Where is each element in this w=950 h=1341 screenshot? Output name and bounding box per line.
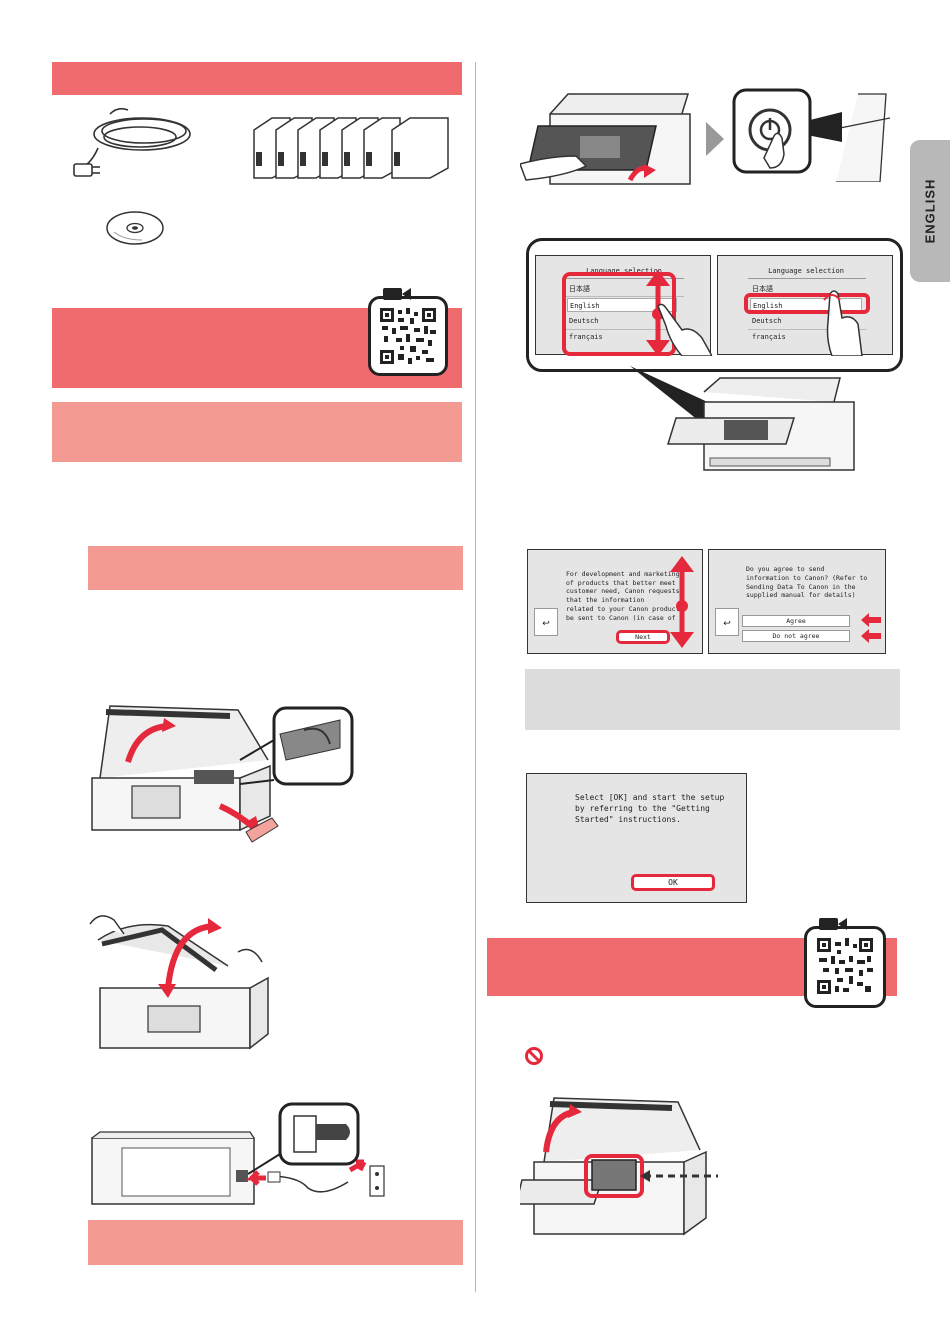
step-note-bar-1 xyxy=(88,546,463,590)
data-collection-text: For development and marketing of product… xyxy=(566,570,684,622)
qr-code-frame-1[interactable] xyxy=(368,288,448,376)
ok-button[interactable]: OK xyxy=(631,874,715,891)
back-button[interactable]: ↩ xyxy=(534,608,558,636)
scroll-arrow-icon xyxy=(670,556,694,648)
arrow-left-icon xyxy=(861,613,881,627)
hand-pointer-icon xyxy=(823,290,863,356)
data-collection-screen: ↩ For development and marketing of produ… xyxy=(527,549,703,654)
back-arrow-icon: ↩ xyxy=(723,618,731,628)
language-option[interactable]: 日本語 xyxy=(569,285,590,293)
start-setup-text: Select [OK] and start the setup by refer… xyxy=(575,793,725,824)
printer-connect-power-illustration xyxy=(91,1102,385,1205)
chevron-right-icon xyxy=(706,122,724,156)
start-setup-screen: Select [OK] and start the setup by refer… xyxy=(526,773,747,903)
language-screen-right: Language selection 日本語 English Deutsch f… xyxy=(717,255,893,356)
language-side-tab-label: ENGLISH xyxy=(922,178,938,244)
qr-code-frame-2[interactable] xyxy=(804,918,886,1008)
printer-remove-tape-illustration xyxy=(91,705,354,843)
tap-highlight-frame xyxy=(744,293,870,314)
video-camera-icon xyxy=(383,288,411,300)
next-button[interactable]: Next xyxy=(616,630,670,644)
language-option[interactable]: français xyxy=(569,333,603,341)
scroll-arrow-icon xyxy=(646,270,670,356)
setup-cd-illustration xyxy=(106,211,164,245)
language-option[interactable]: français xyxy=(752,333,786,341)
box-contents-header-bar xyxy=(52,62,462,95)
power-button-callout xyxy=(732,88,891,182)
arrow-left-icon xyxy=(861,629,881,643)
back-arrow-icon: ↩ xyxy=(542,618,550,628)
printer-print-head-holder-illustration xyxy=(520,1097,718,1236)
step-note-bar-2 xyxy=(88,1220,463,1265)
scroll-highlight-frame xyxy=(562,272,676,356)
language-screen-title: Language selection xyxy=(586,267,662,275)
column-divider xyxy=(475,62,476,1292)
send-data-agreement-screen: ↩ Do you agree to send information to Ca… xyxy=(708,549,886,654)
language-screen-left: Language selection 日本語 English Deutsch f… xyxy=(535,255,712,356)
back-button[interactable]: ↩ xyxy=(715,608,739,636)
printer-panel-illustration xyxy=(630,366,855,471)
ink-tanks-illustration xyxy=(253,117,449,179)
do-not-agree-button[interactable]: Do not agree xyxy=(742,630,850,642)
language-option[interactable]: Deutsch xyxy=(569,317,599,325)
language-screen-title: Language selection xyxy=(768,267,844,275)
language-option[interactable]: 日本語 xyxy=(752,285,773,293)
agree-button[interactable]: Agree xyxy=(742,615,850,627)
printer-open-panel-illustration xyxy=(520,93,691,185)
language-option-selected[interactable]: English xyxy=(567,298,677,312)
language-option[interactable]: Deutsch xyxy=(752,317,782,325)
section-subheader-bar-1 xyxy=(52,402,462,462)
printer-close-cover-illustration xyxy=(89,915,269,1050)
video-camera-icon xyxy=(819,918,847,930)
send-data-question-text: Do you agree to send information to Cano… xyxy=(746,565,868,600)
qr-code-icon xyxy=(817,938,873,994)
power-cord-illustration xyxy=(73,107,191,177)
language-side-tab: ENGLISH xyxy=(910,140,950,282)
hand-pointer-icon xyxy=(657,303,712,356)
qr-code-icon xyxy=(380,308,436,364)
prohibited-icon xyxy=(525,1047,543,1065)
note-grey-bar xyxy=(525,669,900,730)
